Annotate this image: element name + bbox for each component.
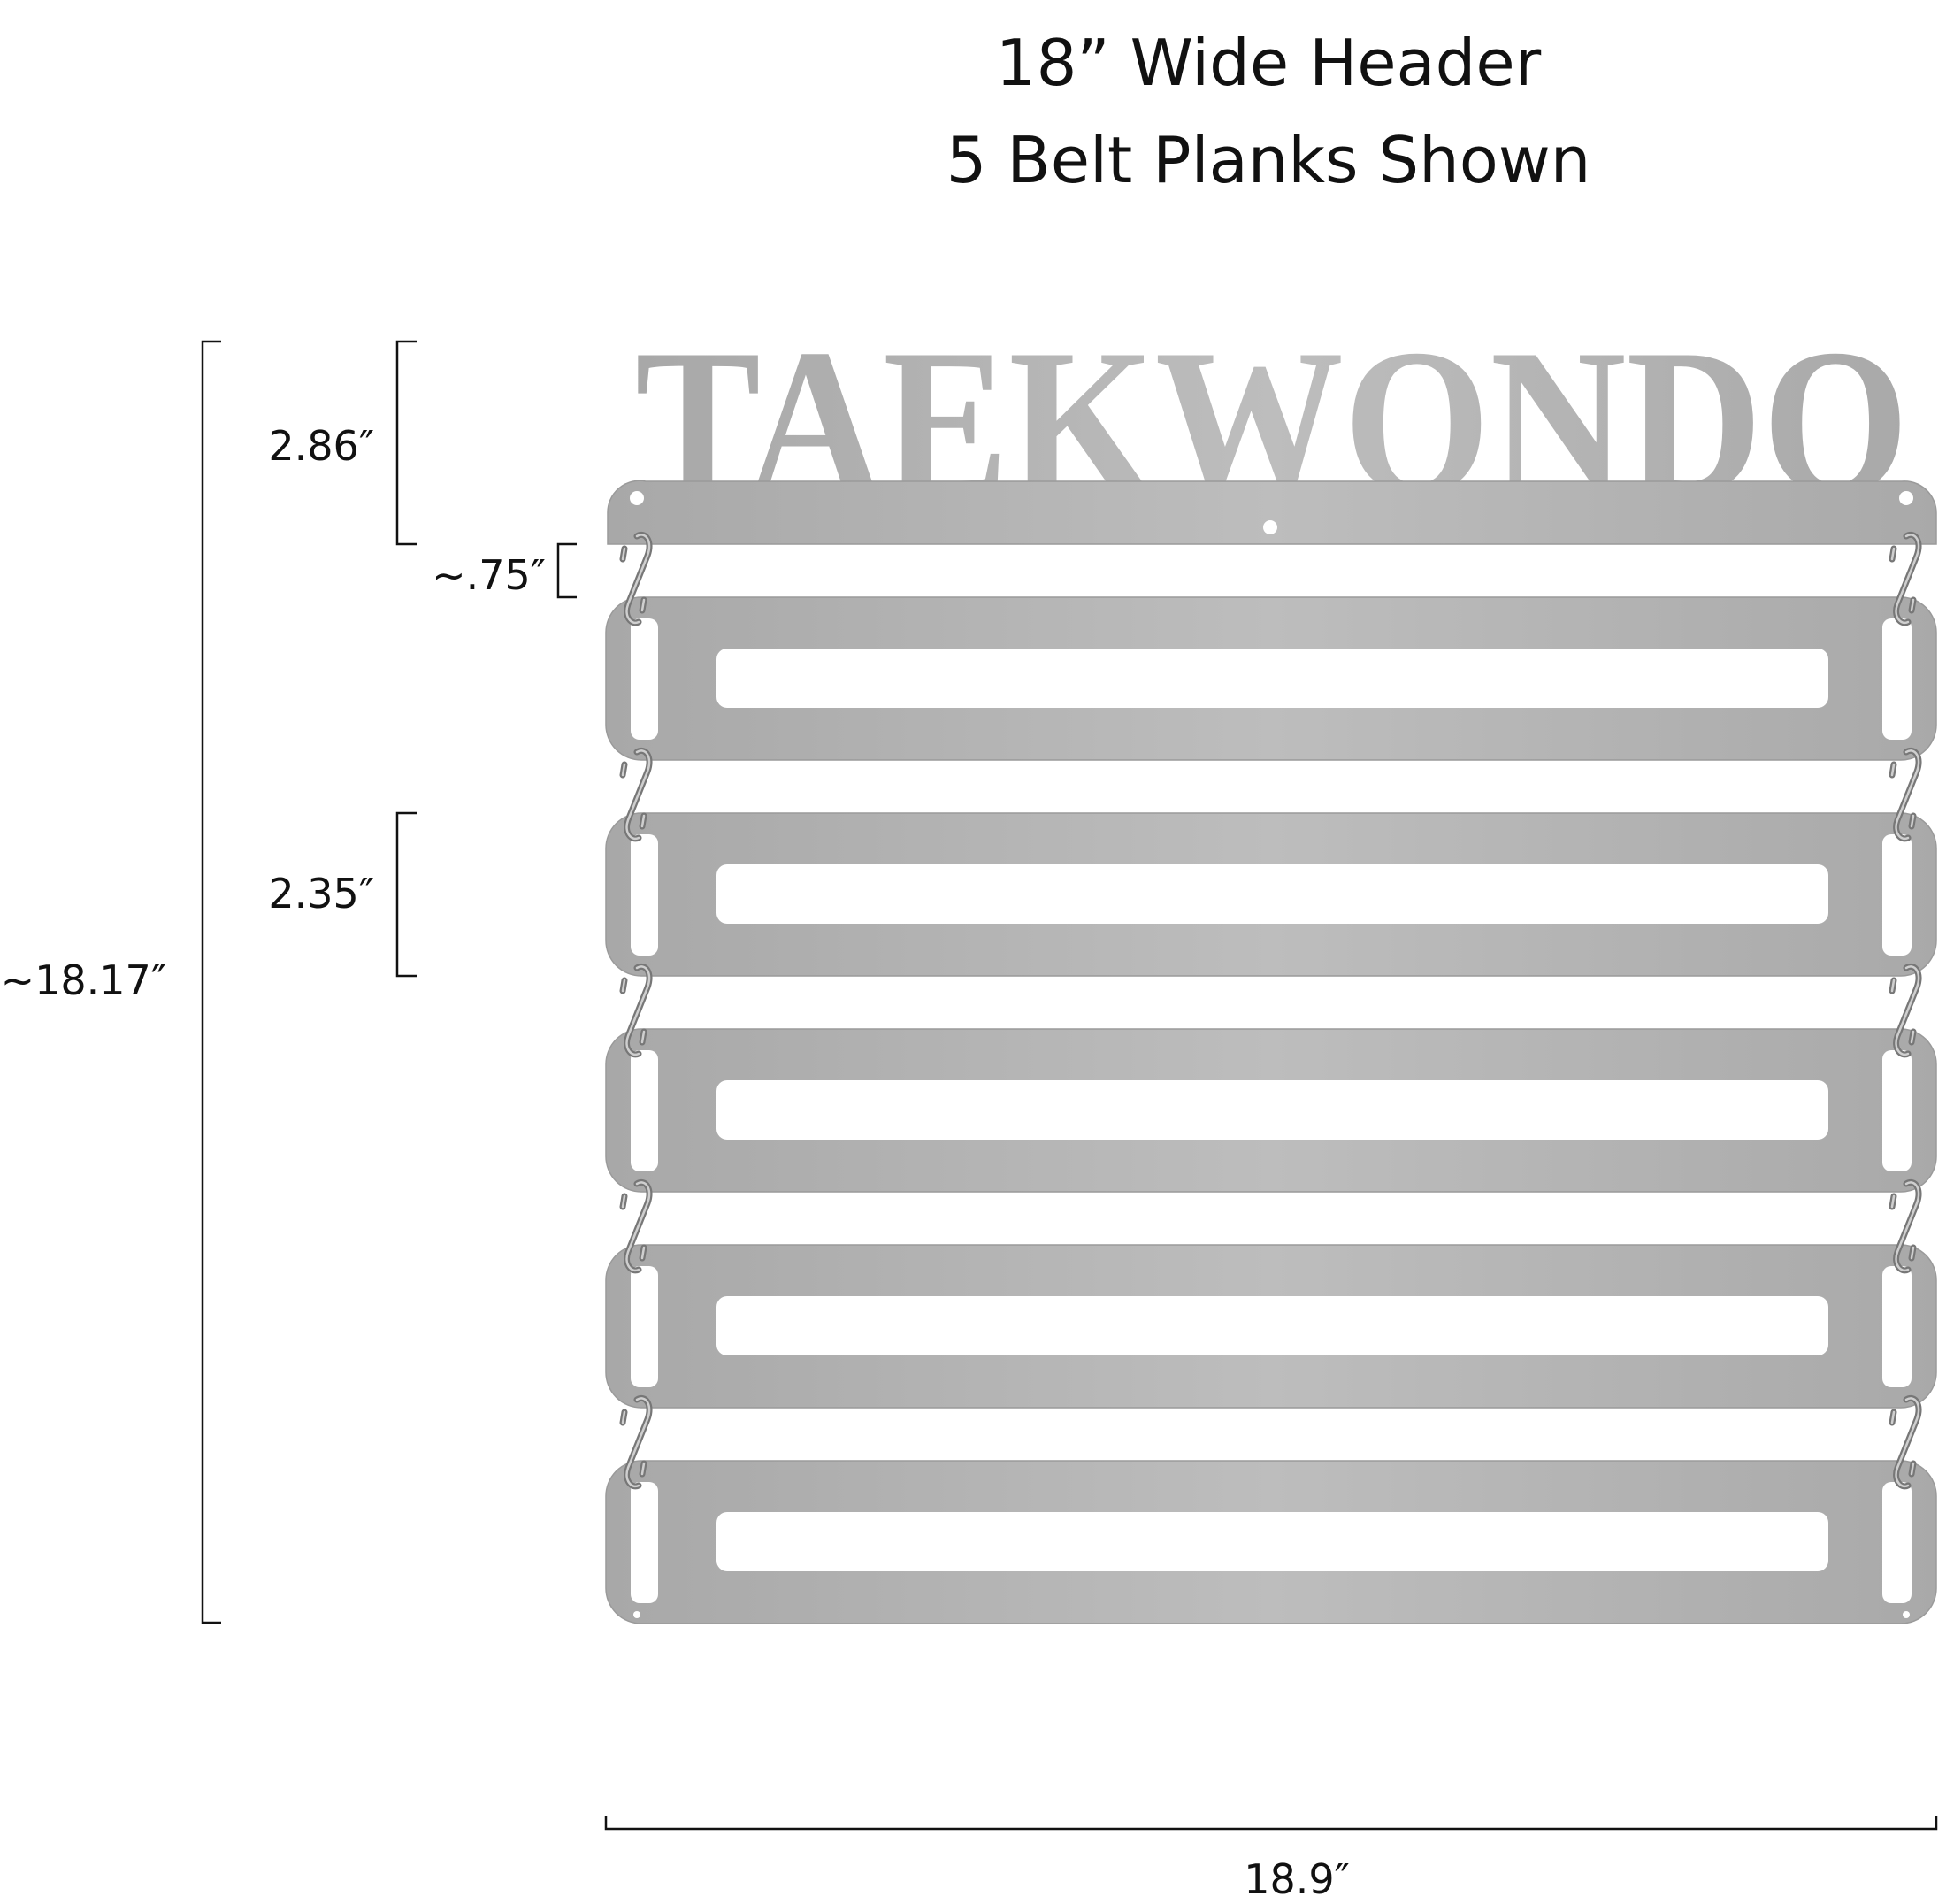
gap-bracket [556,542,577,599]
s-hook-icon [1889,1179,1922,1274]
side-slot-left [631,618,658,740]
header-height-label: 2.86″ [268,422,374,470]
s-hook-icon [619,1395,653,1490]
belt-plank [605,1028,1937,1193]
belt-plank [605,1460,1937,1624]
total-width-bracket [604,1816,1938,1831]
total-width-label: 18.9″ [1244,1855,1350,1903]
side-slot-right [1882,1482,1912,1603]
side-slot-right [1882,1266,1912,1387]
bottom-hole-right [1903,1611,1910,1618]
title-line-2: 5 Belt Planks Shown [946,123,1591,197]
header-height-bracket [395,340,417,546]
belt-plank [605,1244,1937,1409]
side-slot-right [1882,1050,1912,1171]
s-hook-icon [619,748,653,842]
plank-height-bracket [395,811,417,978]
s-hook-icon [1889,748,1922,842]
belt-slot [716,1296,1828,1355]
mounting-hole-center [1263,520,1277,534]
gap-label: ~.75″ [432,551,546,599]
belt-slot [716,649,1828,708]
s-hooks [619,532,1922,1490]
bottom-hole-left [633,1611,640,1618]
header-plate [607,480,1937,545]
s-hook-icon [619,1179,653,1274]
side-slot-right [1882,618,1912,740]
belt-slot [716,1080,1828,1140]
side-slot-right [1882,834,1912,956]
title-line-1: 18” Wide Header [996,26,1542,100]
belt-plank [605,596,1937,761]
belt-slot [716,864,1828,924]
s-hook-icon [1889,964,1922,1058]
total-height-bracket [201,340,221,1624]
plank-height-label: 2.35″ [268,870,374,917]
belt-planks [605,596,1937,1624]
belt-plank [605,812,1937,977]
belt-slot [716,1512,1828,1571]
side-slot-left [631,1050,658,1171]
mounting-hole-left [630,491,644,505]
total-height-label: ~18.17″ [1,956,166,1004]
side-slot-left [631,1266,658,1387]
s-hook-icon [1889,532,1922,626]
side-slot-left [631,834,658,956]
mounting-hole-right [1899,491,1913,505]
s-hook-icon [619,532,653,626]
side-slot-left [631,1482,658,1603]
s-hook-icon [1889,1395,1922,1490]
s-hook-icon [619,964,653,1058]
